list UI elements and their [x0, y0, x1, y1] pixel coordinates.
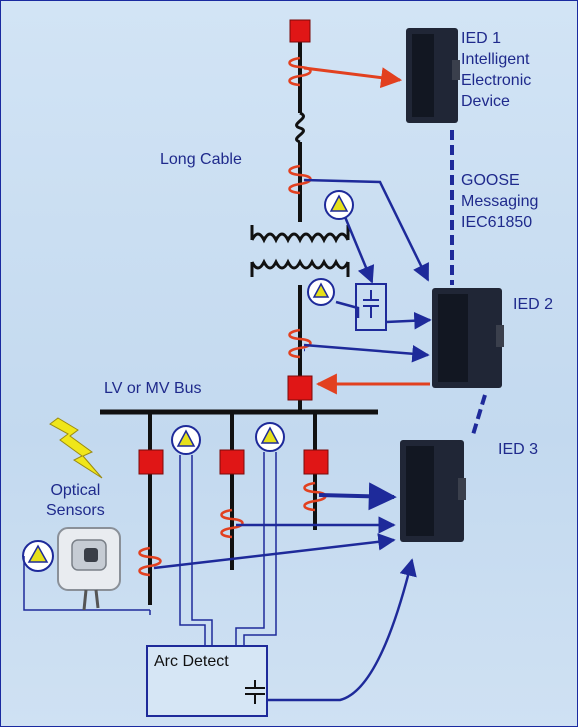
optical-sensor-device — [58, 528, 120, 610]
optical-sensor-triangle-icon — [23, 541, 53, 571]
goose-line2: Messaging — [461, 191, 538, 212]
optical-sensor-triangle-icon — [325, 191, 353, 219]
breaker-square-icon — [290, 20, 310, 42]
optical-sensor-triangle-icon — [172, 426, 200, 454]
ied-1-title: IED 1 — [461, 28, 531, 49]
goose-line3: IEC61850 — [461, 212, 538, 233]
ied-3-label: IED 3 — [498, 440, 538, 460]
ied-2-device — [432, 288, 504, 388]
lightning-bolt-icon — [50, 418, 102, 478]
ied-1-desc-line3: Device — [461, 91, 531, 112]
transformer-windings-icon — [252, 225, 348, 277]
optical-sensor-triangle-icon — [256, 423, 284, 451]
bus-label: LV or MV Bus — [104, 379, 202, 399]
optical-line1: Optical — [46, 481, 105, 501]
ied-1-label: IED 1 Intelligent Electronic Device — [461, 28, 531, 112]
ied-2-label: IED 2 — [513, 295, 553, 315]
capacitor-box — [356, 284, 386, 330]
ied-1-desc-line2: Electronic — [461, 70, 531, 91]
ied-3-device — [400, 440, 466, 542]
main-feeder-line — [297, 20, 304, 412]
ied-1-desc-line1: Intelligent — [461, 49, 531, 70]
ied-1-device — [406, 28, 460, 123]
optical-sensor-triangle-icon — [308, 279, 334, 305]
long-cable-label: Long Cable — [160, 150, 242, 170]
goose-line1: GOOSE — [461, 170, 538, 191]
goose-label: GOOSE Messaging IEC61850 — [461, 170, 538, 233]
optical-sensors-label: Optical Sensors — [46, 481, 105, 521]
breaker-square-icon — [288, 376, 312, 400]
breaker-square-icon — [220, 450, 244, 474]
breaker-square-icon — [139, 450, 163, 474]
breaker-square-icon — [304, 450, 328, 474]
optical-line2: Sensors — [46, 501, 105, 521]
arc-detect-label: Arc Detect — [154, 652, 229, 672]
